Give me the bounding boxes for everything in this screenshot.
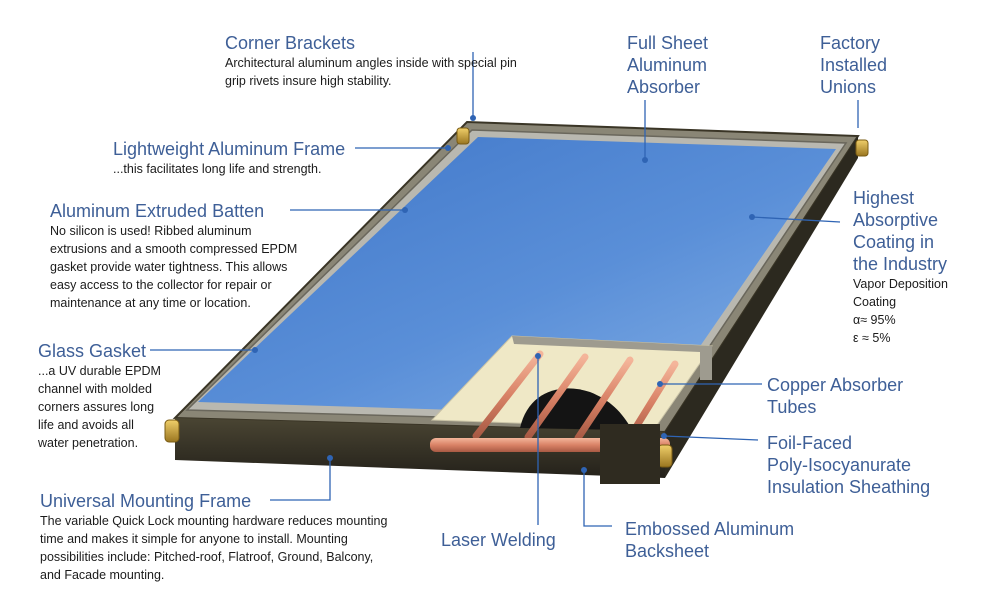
leader-dots [252,115,755,473]
title-line: Copper Absorber [767,375,904,395]
glass-gasket-desc: ...a UV durable EPDM channel with molded… [38,362,161,452]
union-fittings [164,127,869,468]
desc-line: α≈ 95% [853,313,896,327]
desc-line: time and makes it simple for anyone to i… [40,532,348,546]
leader-lines [150,52,859,527]
callout-insulation: Foil-Faced Poly-Isocyanurate Insulation … [767,432,930,498]
full-sheet-title: Full Sheet Aluminum Absorber [627,32,708,98]
callout-glass-gasket: Glass Gasket ...a UV durable EPDM channe… [38,340,161,452]
title-line: Foil-Faced [767,433,853,453]
desc-line: possibilities include: Pitched-roof, Fla… [40,550,374,564]
copper-tubes-title: Copper Absorber Tubes [767,374,903,418]
desc-line: water penetration. [38,436,139,450]
title-line: Installed [820,55,888,75]
extruded-batten-title: Aluminum Extruded Batten [50,201,265,221]
desc-line: grip rivets insure high stability. [225,74,392,88]
desc-line: Coating [853,295,897,309]
callout-backsheet: Embossed Aluminum Backsheet [625,518,794,562]
title-line: Absorptive [853,210,939,230]
cutaway-edge [512,336,712,380]
insulation-title: Foil-Faced Poly-Isocyanurate Insulation … [767,432,930,498]
callout-full-sheet-absorber: Full Sheet Aluminum Absorber [627,32,708,98]
frame-right-side [665,136,858,478]
title-line: Poly-Isocyanurate [767,455,912,475]
desc-line: Vapor Deposition [853,277,948,291]
title-line: Absorber [627,77,701,97]
corner-bracket-block [600,424,660,484]
desc-line: gasket provide water tightness. This all… [50,260,288,274]
desc-line: maintenance at any time or location. [50,296,251,310]
extruded-batten-desc: No silicon is used! Ribbed aluminum extr… [50,222,297,312]
absorptive-coating-desc: Vapor Deposition Coating α≈ 95% ε ≈ 5% [853,275,948,347]
desc-line: easy access to the collector for repair … [50,278,272,292]
laser-welding-title: Laser Welding [441,530,556,550]
mounting-frame-title: Universal Mounting Frame [40,491,252,511]
corner-brackets-desc: Architectural aluminum angles inside wit… [225,54,517,90]
backsheet-title: Embossed Aluminum Backsheet [625,518,794,562]
title-line: Backsheet [625,541,710,561]
desc-line: The variable Quick Lock mounting hardwar… [40,514,388,528]
frame-front-side [175,418,665,478]
title-line: Highest [853,188,915,208]
desc-line: and Facade mounting. [40,568,165,582]
title-line: Unions [820,77,877,97]
callout-extruded-batten: Aluminum Extruded Batten No silicon is u… [50,200,297,312]
desc-line: life and avoids all [38,418,134,432]
title-line: Full Sheet [627,33,709,53]
factory-unions-title: Factory Installed Unions [820,32,887,98]
callout-factory-unions: Factory Installed Unions [820,32,887,98]
corner-brackets-title: Corner Brackets [225,33,356,53]
absorptive-coating-title: Highest Absorptive Coating in the Indust… [853,187,948,275]
desc-line: channel with molded [38,382,152,396]
desc-line: corners assures long [38,400,155,414]
glass-gasket-title: Glass Gasket [38,341,147,361]
desc-line: ε ≈ 5% [853,331,891,345]
mounting-frame-desc: The variable Quick Lock mounting hardwar… [40,512,387,584]
title-line: Embossed Aluminum [625,519,795,539]
desc-line: ...a UV durable EPDM [38,364,161,378]
title-line: Factory [820,33,881,53]
desc-line: Architectural aluminum angles inside wit… [225,56,517,70]
lightweight-frame-desc: ...this facilitates long life and streng… [113,160,345,178]
callout-mounting-frame: Universal Mounting Frame The variable Qu… [40,490,387,584]
insulation-opening [520,388,632,430]
desc-line: No silicon is used! Ribbed aluminum [50,224,252,238]
desc-line: extrusions and a smooth compressed EPDM [50,242,298,256]
callout-lightweight-frame: Lightweight Aluminum Frame ...this facil… [113,138,345,178]
title-line: Insulation Sheathing [767,477,931,497]
title-line: Aluminum [627,55,708,75]
title-line: Coating in [853,232,935,252]
callout-corner-brackets: Corner Brackets Architectural aluminum a… [225,32,517,90]
callout-absorptive-coating: Highest Absorptive Coating in the Indust… [853,187,948,347]
title-line: the Industry [853,254,948,274]
callout-laser-welding: Laser Welding [441,529,556,551]
title-line: Tubes [767,397,817,417]
desc-line: ...this facilitates long life and streng… [113,162,322,176]
lightweight-frame-title: Lightweight Aluminum Frame [113,139,346,159]
callout-copper-tubes: Copper Absorber Tubes [767,374,903,418]
